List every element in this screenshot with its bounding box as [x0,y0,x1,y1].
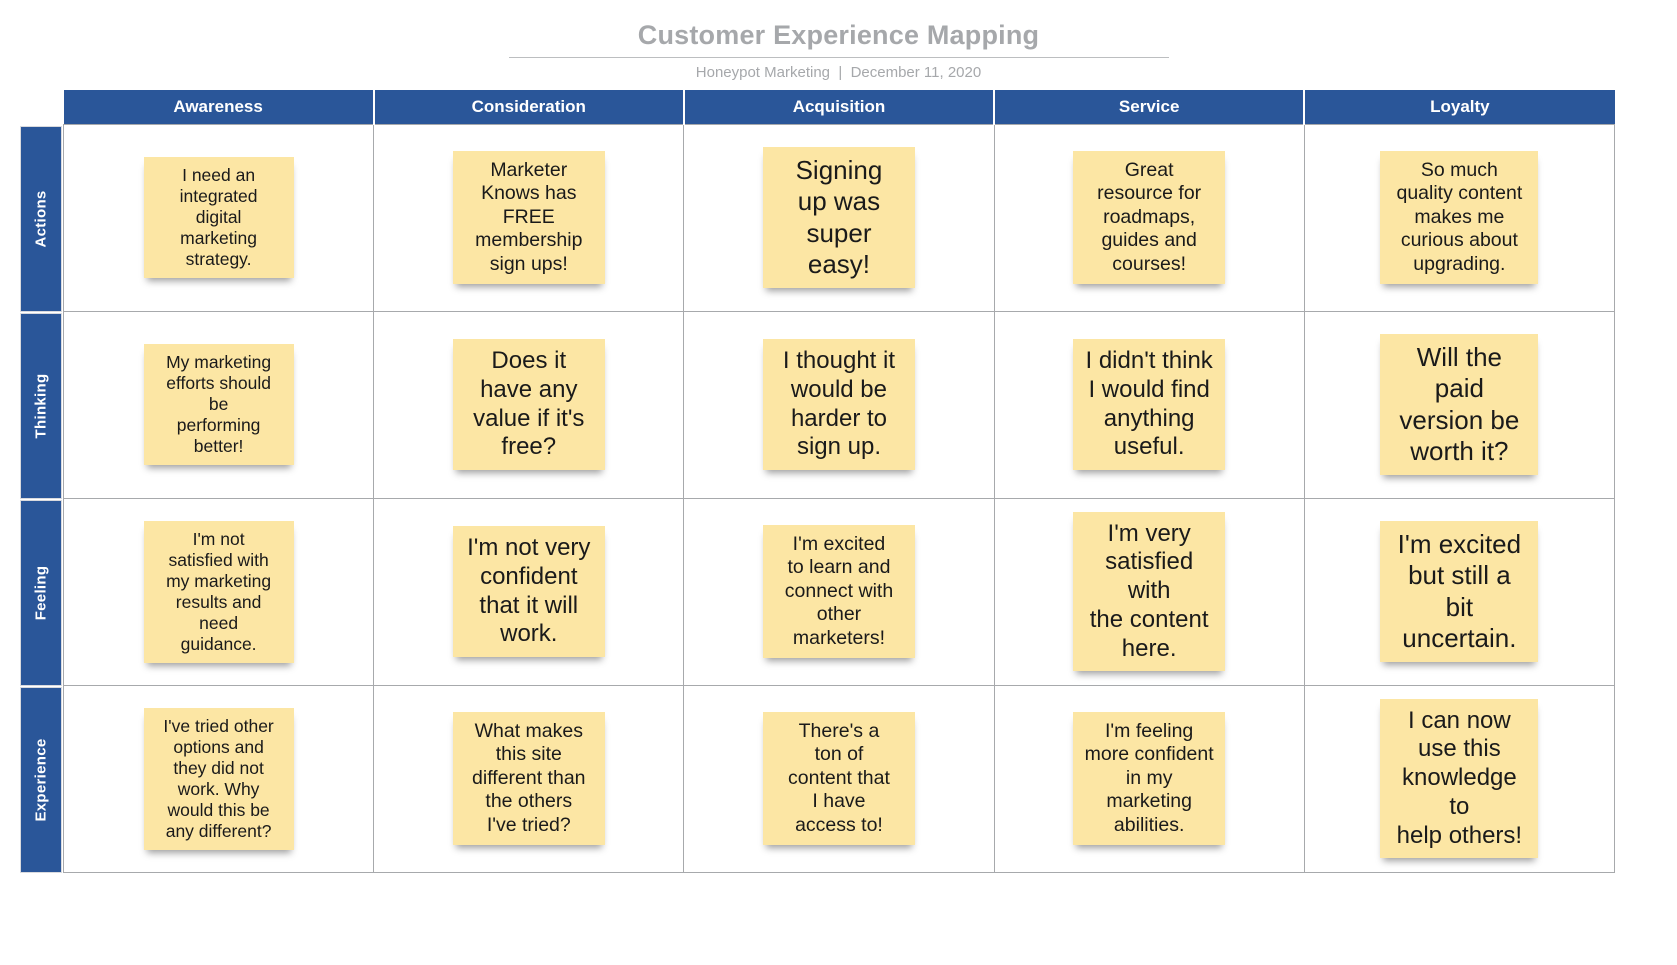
column-header-row: Awareness Consideration Acquisition Serv… [63,90,1615,124]
sticky-note[interactable]: My marketing efforts should be performin… [143,344,294,465]
sticky-note[interactable]: I'm not very confident that it will work… [452,525,605,658]
cell-actions-loyalty[interactable]: So much quality content makes me curious… [1303,123,1616,312]
sticky-note[interactable]: What makes this site different than the … [452,712,605,845]
cell-experience-awareness[interactable]: I've tried other options and they did no… [62,684,375,873]
row-label-actions[interactable]: Actions [20,126,62,312]
page-subtitle: Honeypot Marketing | December 11, 2020 [695,64,982,81]
cell-actions-acquisition[interactable]: Signing up was super easy! [683,123,995,312]
cell-feeling-acquisition[interactable]: I'm excited to learn and connect with ot… [683,497,995,686]
cell-feeling-awareness[interactable]: I'm not satisfied with my marketing resu… [62,497,375,686]
page-title: Customer Experience Mapping [637,20,1040,50]
sticky-note[interactable]: Great resource for roadmaps, guides and … [1073,151,1226,284]
sticky-note[interactable]: I can now use this knowledge to help oth… [1380,698,1539,859]
cell-experience-consideration[interactable]: What makes this site different than the … [373,684,685,873]
sticky-note[interactable]: Signing up was super easy! [762,147,915,288]
column-header-consideration: Consideration [373,90,685,124]
sticky-note[interactable]: I'm feeling more confident in my marketi… [1073,712,1226,845]
cell-feeling-loyalty[interactable]: I'm excited but still a bit uncertain. [1303,497,1616,686]
table-row: I need an integrated digital marketing s… [62,123,1616,312]
cell-thinking-acquisition[interactable]: I thought it would be harder to sign up. [683,310,995,499]
cell-feeling-service[interactable]: I'm very satisfied with the content here… [993,497,1305,686]
column-header-service: Service [994,90,1306,124]
cell-feeling-consideration[interactable]: I'm not very confident that it will work… [373,497,685,686]
title-divider [508,57,1169,58]
cell-actions-awareness[interactable]: I need an integrated digital marketing s… [62,123,375,312]
table-row: I've tried other options and they did no… [62,684,1616,873]
sticky-note[interactable]: Marketer Knows has FREE membership sign … [452,151,605,284]
table-row: I'm not satisfied with my marketing resu… [62,497,1616,686]
cell-experience-acquisition[interactable]: There's a ton of content that I have acc… [683,684,995,873]
row-label-experience[interactable]: Experience [20,687,62,873]
sticky-note[interactable]: So much quality content makes me curious… [1380,151,1539,284]
table-row: My marketing efforts should be performin… [62,310,1616,499]
sticky-note[interactable]: Does it have any value if it's free? [452,338,605,471]
sticky-note[interactable]: I'm excited to learn and connect with ot… [762,525,915,658]
row-label-text: Feeling [32,565,50,621]
cell-actions-service[interactable]: Great resource for roadmaps, guides and … [993,123,1305,312]
sticky-note[interactable]: Will the paid version be worth it? [1380,334,1539,475]
sticky-note[interactable]: There's a ton of content that I have acc… [762,712,915,845]
grid-body: I need an integrated digital marketing s… [62,123,1616,873]
cell-thinking-consideration[interactable]: Does it have any value if it's free? [373,310,685,499]
row-label-text: Thinking [32,373,50,439]
sticky-note[interactable]: I didn't think I would find anything use… [1073,338,1226,471]
row-label-text: Experience [32,738,50,822]
row-label-text: Actions [32,190,50,248]
column-header-acquisition: Acquisition [683,90,996,124]
cell-actions-consideration[interactable]: Marketer Knows has FREE membership sign … [373,123,685,312]
cell-thinking-service[interactable]: I didn't think I would find anything use… [993,310,1305,499]
column-header-awareness: Awareness [63,90,375,124]
row-label-thinking[interactable]: Thinking [20,313,62,499]
title-block: Customer Experience Mapping Honeypot Mar… [0,18,1677,88]
row-label-feeling[interactable]: Feeling [20,500,62,686]
sticky-note[interactable]: I need an integrated digital marketing s… [143,157,294,278]
sticky-note[interactable]: I'm not satisfied with my marketing resu… [143,520,294,663]
column-header-loyalty: Loyalty [1304,90,1615,124]
cell-thinking-awareness[interactable]: My marketing efforts should be performin… [62,310,375,499]
cell-experience-service[interactable]: I'm feeling more confident in my marketi… [993,684,1305,873]
sticky-note[interactable]: I'm excited but still a bit uncertain. [1380,521,1539,662]
cell-thinking-loyalty[interactable]: Will the paid version be worth it? [1303,310,1616,499]
sticky-note[interactable]: I'm very satisfied with the content here… [1073,511,1226,672]
sticky-note[interactable]: I've tried other options and they did no… [143,707,294,850]
sticky-note[interactable]: I thought it would be harder to sign up. [762,338,915,471]
experience-map-grid: Awareness Consideration Acquisition Serv… [62,90,1616,873]
cell-experience-loyalty[interactable]: I can now use this knowledge to help oth… [1303,684,1616,873]
